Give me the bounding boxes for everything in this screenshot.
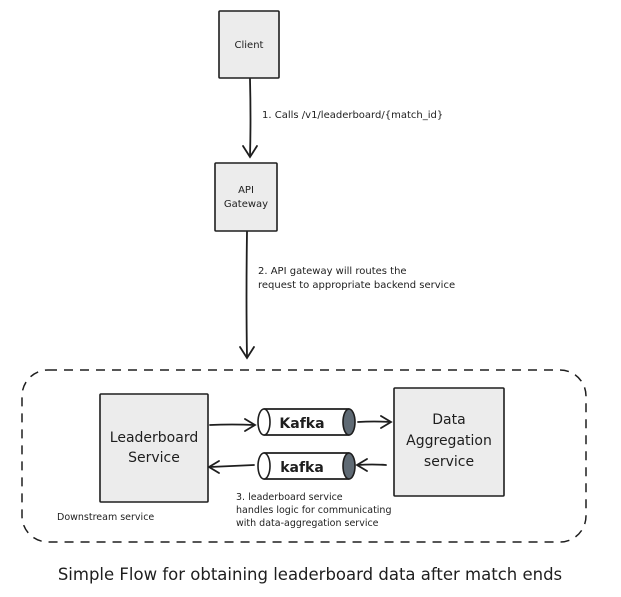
step3-annotation-line2: handles logic for communicating bbox=[236, 505, 391, 516]
kafka-bottom-label: kafka bbox=[280, 460, 324, 476]
data-aggregation-label-line3: service bbox=[424, 454, 474, 470]
downstream-group-boundary bbox=[21, 369, 587, 543]
diagram-caption: Simple Flow for obtaining leaderboard da… bbox=[58, 565, 562, 584]
data-aggregation-label-line1: Data bbox=[432, 412, 465, 428]
kafka-topic-bottom: kafka bbox=[257, 452, 356, 480]
leaderboard-service-node: Leaderboard Service bbox=[99, 393, 209, 503]
leaderboard-service-label-line2: Service bbox=[128, 450, 180, 466]
client-node: Client bbox=[218, 10, 280, 79]
step1-annotation: 1. Calls /v1/leaderboard/{match_id} bbox=[262, 110, 443, 121]
arrow-gateway-to-downstream bbox=[239, 231, 255, 360]
arrow-kafka-to-leaderboard bbox=[207, 460, 255, 474]
client-label: Client bbox=[235, 40, 264, 51]
downstream-service-label: Downstream service bbox=[57, 512, 154, 523]
arrow-kafka-to-data-aggregation bbox=[357, 415, 393, 429]
data-aggregation-service-node: Data Aggregation service bbox=[393, 387, 505, 497]
kafka-top-label: Kafka bbox=[279, 416, 324, 432]
step3-annotation-line1: 3. leaderboard service bbox=[236, 492, 343, 503]
api-gateway-label-line1: API bbox=[238, 185, 254, 196]
step2-annotation-line2: request to appropriate backend service bbox=[258, 280, 455, 291]
api-gateway-label-line2: Gateway bbox=[224, 199, 268, 210]
api-gateway-node: API Gateway bbox=[214, 162, 278, 232]
kafka-topic-top: Kafka bbox=[257, 408, 356, 436]
arrow-data-aggregation-to-kafka bbox=[355, 458, 387, 472]
leaderboard-service-label-line1: Leaderboard bbox=[110, 430, 198, 446]
step2-annotation-line1: 2. API gateway will routes the bbox=[258, 266, 407, 277]
arrow-client-to-gateway bbox=[242, 78, 258, 159]
arrow-leaderboard-to-kafka bbox=[209, 418, 257, 432]
data-aggregation-label-line2: Aggregation bbox=[406, 433, 492, 449]
step3-annotation-line3: with data-aggregation service bbox=[236, 518, 379, 529]
